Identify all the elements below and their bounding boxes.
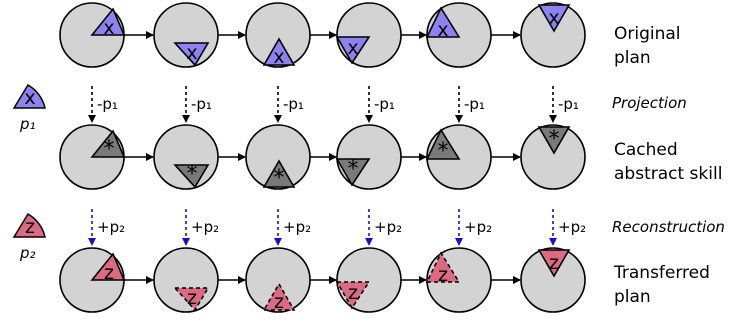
wedge-marker (90, 7, 126, 36)
legend-p2-symbol: z (25, 216, 35, 238)
arrow-op-label: -p₁ (558, 95, 579, 113)
wedge-marker (537, 4, 571, 33)
wedge-symbol: z (438, 264, 448, 286)
arrow-op-label: -p₁ (283, 95, 304, 113)
legend-p2-wedge (12, 212, 46, 238)
reconstruction-label: Reconstruction (612, 218, 725, 236)
arrow-op-label: -p₁ (191, 95, 212, 113)
wedge-symbol: z (549, 252, 559, 274)
wedge-symbol: z (348, 282, 358, 304)
legend-p1: x p₁ (12, 83, 46, 133)
cached-skill-row: * * * * * * (59, 124, 586, 191)
wedge-marker (537, 249, 571, 278)
wedge-symbol: * (549, 127, 560, 152)
wedge-marker (425, 251, 461, 283)
legend-p2: z p₂ (12, 212, 46, 262)
arrow-op-label: -p₁ (374, 95, 395, 113)
legend-p1-symbol: x (24, 87, 35, 109)
wedge-marker (90, 252, 126, 281)
arrow-op-label: -p₁ (464, 95, 485, 113)
state-circle (153, 247, 219, 313)
wedge-marker (262, 37, 296, 66)
wedge-marker (262, 159, 296, 188)
wedge-symbol: * (187, 162, 198, 187)
wedge-symbol: x (186, 42, 197, 64)
arrow-op-label: -p₁ (97, 95, 118, 113)
wedge-marker (425, 128, 461, 160)
wedge-marker (537, 126, 571, 155)
original-plan-row: x x x x x x (59, 2, 586, 68)
wedge-symbol: * (104, 137, 115, 162)
wedge-symbol: x (548, 7, 559, 29)
arrow-op-label: +p₂ (191, 218, 219, 236)
transferred-label-line2: plan (614, 287, 651, 307)
wedge-marker (90, 129, 126, 158)
reconstruction-arrows: +p₂ +p₂ +p₂ +p₂ +p₂ +p₂ (88, 209, 586, 246)
wedge-symbol: z (187, 287, 197, 309)
state-circle (520, 2, 586, 68)
projection-label: Projection (612, 94, 687, 112)
original-label-line1: Original (614, 24, 681, 44)
wedge-symbol: * (348, 157, 359, 182)
state-circle (520, 124, 586, 190)
arrow-op-label: +p₂ (283, 218, 311, 236)
wedge-symbol: x (103, 17, 114, 39)
arrow-op-label: +p₂ (558, 218, 586, 236)
wedge-symbol: z (104, 262, 114, 284)
wedge-marker (335, 158, 371, 187)
wedge-marker (173, 42, 210, 67)
projection-arrows: -p₁ -p₁ -p₁ -p₁ -p₁ -p₁ (88, 86, 579, 123)
state-circle (336, 247, 402, 313)
wedge-marker (173, 287, 210, 312)
wedge-marker (335, 281, 371, 310)
wedge-symbol: x (347, 37, 358, 59)
wedge-symbol: x (273, 46, 284, 68)
cached-label-line1: Cached (614, 140, 678, 160)
original-label-line2: plan (614, 48, 651, 68)
legend-p2-name: p₂ (19, 244, 36, 262)
state-circle (520, 247, 586, 313)
cached-label-line2: abstract skill (614, 164, 722, 184)
wedge-symbol: * (438, 139, 449, 164)
wedge-marker (262, 282, 296, 311)
wedge-symbol: x (437, 19, 448, 41)
wedge-marker (335, 36, 371, 65)
transferred-plan-row: z z z z z z (59, 247, 586, 313)
wedge-marker (173, 164, 210, 189)
arrow-op-label: +p₂ (374, 218, 402, 236)
arrow-op-label: +p₂ (464, 218, 492, 236)
wedge-marker (425, 6, 461, 38)
wedge-symbol: z (274, 291, 284, 313)
arrow-op-label: +p₂ (97, 218, 125, 236)
wedge-symbol: * (274, 166, 285, 191)
legend-p1-wedge (12, 83, 46, 109)
legend-p1-name: p₁ (19, 115, 36, 133)
transferred-label-line1: Transferred (613, 263, 710, 283)
